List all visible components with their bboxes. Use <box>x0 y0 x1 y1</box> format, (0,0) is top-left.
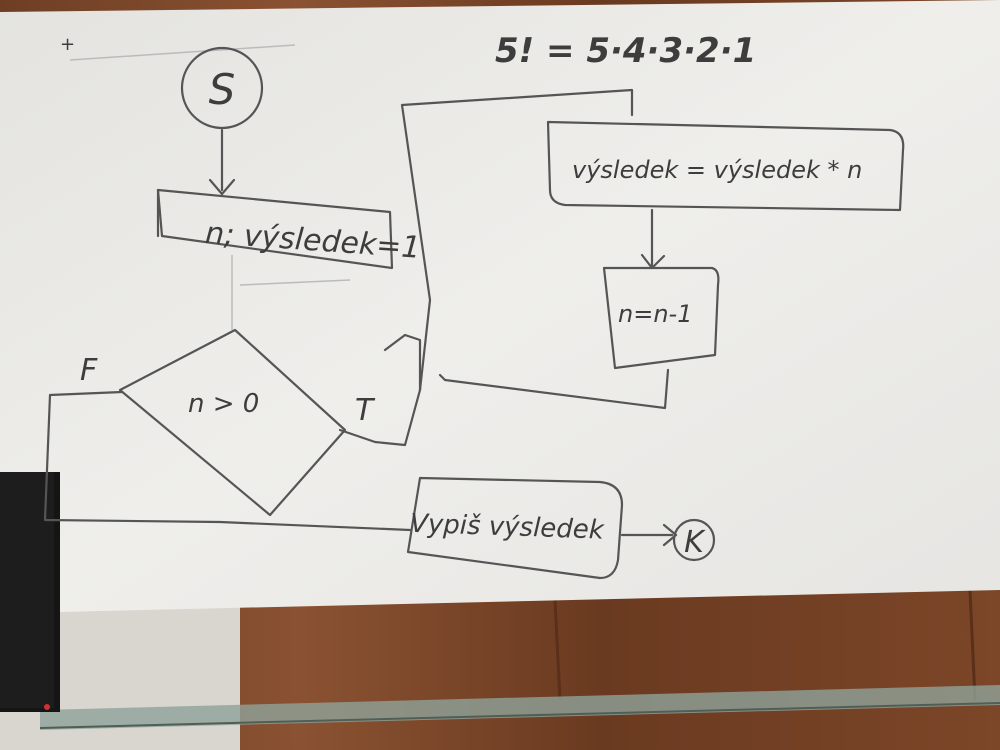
true-label: T <box>355 393 376 428</box>
start-node <box>180 46 264 130</box>
false-label: F <box>80 353 98 388</box>
board-rail-edge <box>39 702 1000 729</box>
wood-seam <box>968 589 977 701</box>
loop-line <box>438 368 670 410</box>
decrement-label: n=n-1 <box>618 300 692 328</box>
end-label: K <box>684 525 706 560</box>
decrement-box <box>602 266 720 370</box>
output-box <box>406 476 624 580</box>
stray-mark: + <box>60 34 75 55</box>
arrow-output-to-end <box>620 523 678 547</box>
loop-return-line <box>400 88 634 392</box>
condition-label: n > 0 <box>188 389 259 419</box>
power-led-icon <box>44 704 50 710</box>
arrow-start-to-init <box>208 128 236 196</box>
output-label: Vypiš výsledek <box>410 509 606 546</box>
top-stray-line <box>69 44 296 61</box>
wood-seam <box>553 599 562 701</box>
condition-diamond <box>118 328 347 517</box>
end-node <box>672 518 716 562</box>
false-branch-line <box>43 390 412 532</box>
whiteboard <box>0 0 1000 612</box>
board-rail <box>40 685 1000 730</box>
init-box <box>156 188 394 270</box>
arrow-init-to-condition <box>231 255 351 330</box>
multiply-box <box>546 120 905 212</box>
start-label: S <box>209 65 236 114</box>
multiply-label: výsledek = výsledek * n <box>572 156 862 184</box>
factorial-formula: 5! = 5·4·3·2·1 <box>495 31 756 71</box>
